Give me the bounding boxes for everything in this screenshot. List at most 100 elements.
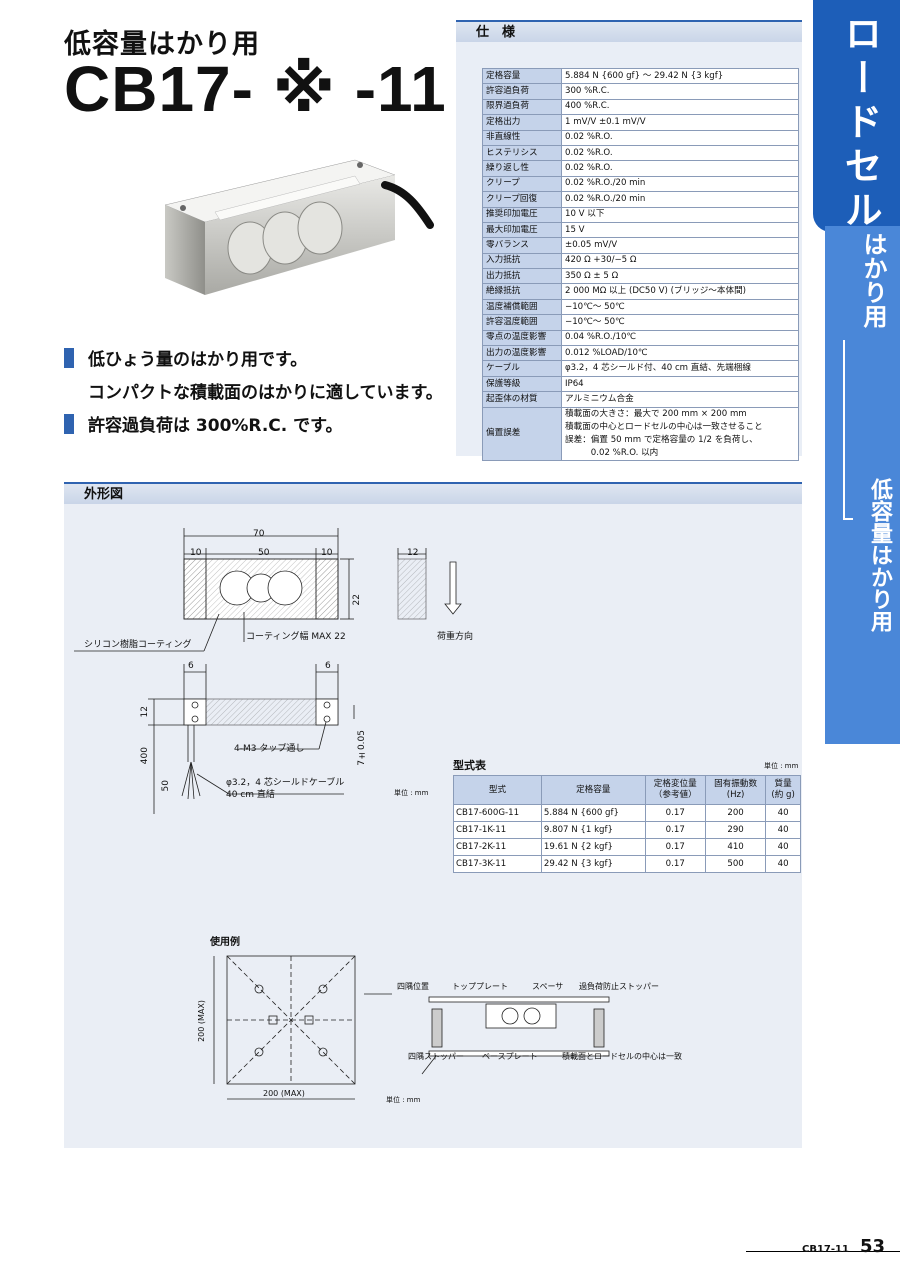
spec-key: クリープ回復 (482, 191, 562, 208)
spec-key: 出力の温度影響 (482, 345, 562, 362)
feature-text: コンパクトな積載面のはかりに適しています。 (88, 383, 443, 403)
spec-key: 保護等級 (482, 375, 562, 393)
spec-key: 温度補償範囲 (482, 298, 562, 316)
model-title: CB17- ※ -11 (64, 53, 447, 125)
dim-strip: 50 (161, 780, 171, 792)
tab-divider (843, 340, 845, 520)
feature-2: コンパクトな積載面のはかりに適しています。 (64, 378, 443, 403)
type-table-header: 定格変位量 （参考値） (644, 775, 706, 805)
spec-value: 0.02 %R.O./20 min (561, 175, 799, 193)
feature-text: 許容過負荷は 300%R.C. です。 (88, 416, 343, 436)
spec-value: 0.02 %R.O./20 min (561, 191, 799, 208)
spec-key: 零点の温度影響 (482, 329, 562, 347)
type-table-cell: 0.17 (644, 855, 706, 873)
spec-key: クリープ (482, 175, 562, 193)
spec-key: 起歪体の材質 (482, 391, 562, 408)
dim-12: 12 (140, 706, 150, 718)
spec-row: 偏置誤差積載面の大きさ：最大で 200 mm × 200 mm 積載面の中心とロ… (482, 406, 799, 461)
spec-key: 非直線性 (482, 129, 562, 146)
type-table-cell: 40 (765, 838, 801, 856)
type-table-cell: 200 (704, 804, 767, 822)
corner-position-label: 四隅位置 (397, 982, 429, 991)
spec-value: 300 %R.C. (561, 83, 799, 100)
outline-heading: 外形図 (64, 482, 802, 504)
spec-key: 絶縁抵抗 (482, 283, 562, 300)
usage-unit: 単位 : mm (386, 1096, 421, 1104)
spec-value: 0.02 %R.O. (561, 160, 799, 177)
feature-bar (64, 347, 74, 368)
spec-value: ±0.05 mV/V (561, 237, 799, 254)
type-table-cell: 40 (765, 804, 801, 822)
spec-value: 0.02 %R.O. (561, 129, 799, 146)
spec-key: 限界過負荷 (482, 98, 562, 116)
coating-label: コーティング幅 MAX 22 (246, 632, 346, 642)
dim-left: 10 (190, 548, 202, 558)
usage-dim-width: 200 (MAX) (263, 1089, 305, 1098)
page-number: 53 (860, 1236, 886, 1257)
type-table-cell: 0.17 (644, 804, 706, 822)
spec-row: 零バランス±0.05 mV/V (482, 237, 799, 254)
type-table-cell: 40 (765, 855, 801, 873)
spec-key: 許容温度範囲 (482, 314, 562, 331)
spec-key: ケーブル (482, 360, 562, 377)
side-tab-category (813, 0, 900, 232)
outline-drawing (74, 528, 610, 1100)
feature-text: 低ひょう量のはかり用です。 (88, 350, 308, 370)
spec-value: アルミニウム合金 (561, 391, 799, 408)
overload-stopper-label: 過負荷防止ストッパー (579, 982, 659, 991)
cable-label-2: 40 cm 直結 (226, 790, 275, 800)
spacer-label: スペーサ (532, 982, 564, 991)
type-table-header: 質量 (約 g) (765, 775, 801, 805)
spec-value: −10℃～ 50℃ (561, 298, 799, 316)
spec-value: 5.884 N {600 gf} ～ 29.42 N {3 kgf} (561, 67, 799, 85)
type-table-cell: 29.42 N {3 kgf} (540, 855, 646, 873)
usage-heading: 使用例 (210, 937, 240, 948)
tab-divider-tick (843, 518, 853, 520)
type-table-header: 固有振動数 (Hz) (704, 775, 767, 805)
tap-label: 4-M3 タップ通し (234, 744, 305, 754)
side-tab-sub (825, 226, 900, 744)
spec-value: 積載面の大きさ：最大で 200 mm × 200 mm 積載面の中心とロードセル… (561, 406, 799, 461)
cable-label-1: φ3.2，4 芯シールドケーブル (226, 778, 345, 788)
type-table-header: 定格容量 (540, 775, 646, 805)
spec-key: ヒステリシス (482, 144, 562, 162)
outline-unit: 単位 : mm (394, 789, 429, 797)
dim-right: 10 (321, 548, 333, 558)
subcategory-label: はかり用 (859, 232, 887, 328)
spec-value: 2 000 MΩ 以上 (DC50 V) (ブリッジ～本体間) (561, 283, 799, 300)
type-table-cell: 0.17 (644, 821, 706, 839)
type-table-title: 型式表 (453, 759, 486, 772)
dim-mid: 50 (258, 548, 270, 558)
spec-value: 350 Ω ± 5 Ω (561, 268, 799, 285)
spec-value: −10℃～ 50℃ (561, 314, 799, 331)
spec-row: 許容温度範囲−10℃～ 50℃ (482, 314, 799, 331)
spec-value: 420 Ω +30/−5 Ω (561, 252, 799, 270)
usage-dim-height: 200 (MAX) (197, 1000, 206, 1042)
spec-value: 0.04 %R.O./10℃ (561, 329, 799, 347)
type-table-cell: 19.61 N {2 kgf} (540, 838, 646, 856)
spec-key: 推奨印加電圧 (482, 206, 562, 223)
type-table-header: 型式 (453, 775, 542, 805)
type-table-cell: 0.17 (644, 838, 706, 856)
type-table-cell: CB17-600G-11 (453, 804, 542, 822)
type-table-unit: 単位 : mm (764, 762, 799, 770)
spec-row: 温度補償範囲−10℃～ 50℃ (482, 298, 799, 316)
spec-value: 1 mV/V ±0.1 mV/V (561, 114, 799, 131)
spec-value: 10 V 以下 (561, 206, 799, 223)
load-direction-label: 荷重方向 (437, 632, 474, 642)
type-table-cell: CB17-1K-11 (453, 821, 542, 839)
type-table-cell: CB17-3K-11 (453, 855, 542, 873)
spec-key: 零バランス (482, 237, 562, 254)
